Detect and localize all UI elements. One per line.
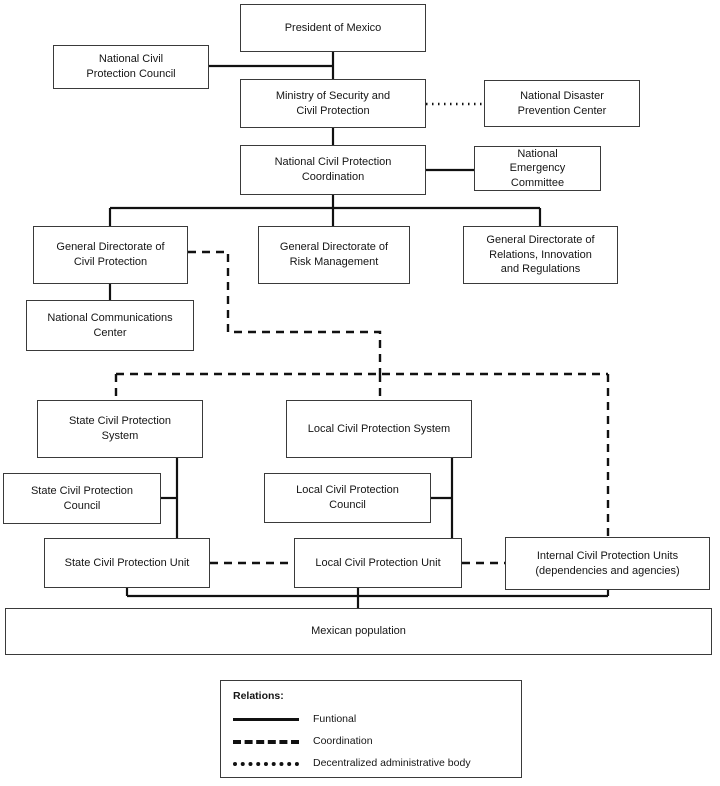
node-general-directorate-of-civil-protection[interactable]: General Directorate of Civil Protection: [33, 226, 188, 284]
node-general-directorate-of-relations-innovation-and-regulations[interactable]: General Directorate of Relations, Innova…: [463, 226, 618, 284]
legend-row-functional: Funtional: [233, 711, 511, 727]
legend-label: Coordination: [313, 735, 373, 747]
legend-sample-dashed-line: [233, 740, 299, 744]
node-national-communications-center[interactable]: National Communications Center: [26, 300, 194, 351]
node-label: National Emergency Committee: [509, 147, 566, 189]
node-label: Mexican population: [311, 625, 406, 638]
node-ministry-of-security-and-civil-protection[interactable]: Ministry of Security and Civil Protectio…: [240, 79, 426, 128]
node-president-of-mexico[interactable]: President of Mexico: [240, 4, 426, 52]
node-label: National Disaster Prevention Center: [517, 89, 607, 117]
node-local-civil-protection-council[interactable]: Local Civil Protection Council: [264, 473, 431, 523]
legend: Relations: Funtional Coordination Decent…: [220, 680, 522, 778]
node-local-civil-protection-unit[interactable]: Local Civil Protection Unit: [294, 538, 462, 588]
node-label: National Communications Center: [47, 311, 173, 339]
legend-row-coordination: Coordination: [233, 733, 511, 749]
node-label: National Civil Protection Coordination: [274, 156, 392, 183]
legend-title: Relations:: [233, 690, 284, 702]
node-label: State Civil Protection Unit: [64, 556, 190, 569]
legend-label: Funtional: [313, 713, 357, 725]
node-national-emergency-committee[interactable]: National Emergency Committee: [474, 146, 601, 191]
node-label: Local Civil Protection Unit: [315, 556, 441, 569]
node-label: Ministry of Security and Civil Protectio…: [275, 89, 391, 117]
node-label: Local Civil Protection Council: [296, 484, 399, 511]
node-label: State Civil Protection System: [68, 415, 172, 442]
node-general-directorate-of-risk-management[interactable]: General Directorate of Risk Management: [258, 226, 410, 284]
node-label: General Directorate of Civil Protection: [56, 241, 165, 268]
node-label: General Directorate of Risk Management: [279, 241, 389, 268]
legend-sample-solid-line: [233, 718, 299, 721]
node-internal-civil-protection-units[interactable]: Internal Civil Protection Units (depende…: [505, 537, 710, 590]
node-mexican-population[interactable]: Mexican population: [5, 608, 712, 655]
node-label: Local Civil Protection System: [307, 422, 451, 435]
node-label: President of Mexico: [284, 21, 382, 34]
node-national-civil-protection-coordination[interactable]: National Civil Protection Coordination: [240, 145, 426, 195]
legend-row-decentralized: Decentralized administrative body: [233, 755, 511, 771]
legend-label: Decentralized administrative body: [313, 757, 471, 769]
node-state-civil-protection-council[interactable]: State Civil Protection Council: [3, 473, 161, 524]
node-state-civil-protection-system[interactable]: State Civil Protection System: [37, 400, 203, 458]
node-state-civil-protection-unit[interactable]: State Civil Protection Unit: [44, 538, 210, 588]
legend-sample-dotted-line: [233, 762, 299, 766]
node-local-civil-protection-system[interactable]: Local Civil Protection System: [286, 400, 472, 458]
node-label: General Directorate of Relations, Innova…: [486, 234, 595, 276]
node-label: Internal Civil Protection Units (depende…: [535, 549, 680, 577]
node-label: State Civil Protection Council: [30, 484, 134, 512]
node-national-disaster-prevention-center[interactable]: National Disaster Prevention Center: [484, 80, 640, 127]
node-national-civil-protection-council[interactable]: National Civil Protection Council: [53, 45, 209, 89]
node-label: National Civil Protection Council: [86, 53, 176, 80]
